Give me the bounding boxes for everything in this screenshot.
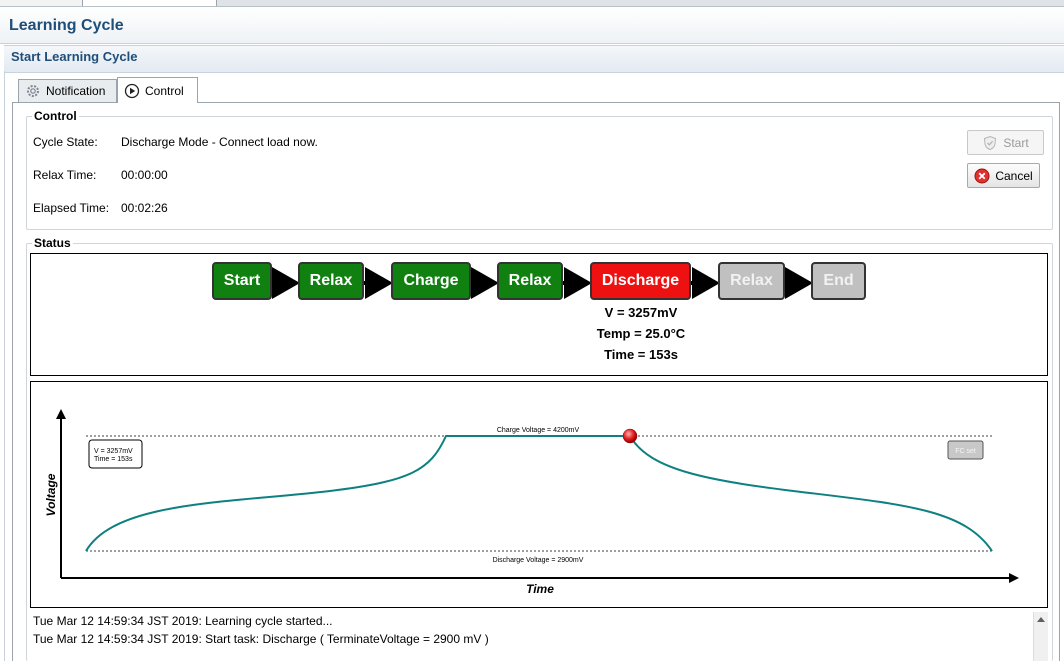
step-relax-1: Relax [298,262,364,300]
discharge-voltage-label: Discharge Voltage = 2900mV [493,557,584,564]
page-title: Learning Cycle [9,17,124,34]
y-axis-label: Voltage [44,473,58,516]
step-start: Start [212,262,272,300]
tab-notification-label: Notification [46,84,106,98]
section-title: Start Learning Cycle [11,49,138,64]
graph-info-time: Time = 153s [94,456,133,463]
log-scrollbar[interactable] [1033,612,1048,661]
status-legend: Status [32,236,73,250]
top-doc-tab-active[interactable] [83,0,217,6]
tab-notification[interactable]: Notification [18,79,117,102]
tab-control-label: Control [145,83,184,98]
left-border [4,71,5,661]
y-axis-arrow [56,409,66,419]
step-discharge: Discharge [590,262,691,300]
voltage-curve [85,435,993,552]
top-tab-strip [0,0,1064,7]
step-relax-2: Relax [497,262,563,300]
temperature-readout: Temp = 25.0°C [596,326,686,341]
x-axis-arrow [1009,573,1019,583]
x-axis-label: Time [526,582,554,596]
log-line: Tue Mar 12 14:59:34 JST 2019: Start task… [33,632,489,646]
control-legend: Control [32,109,79,123]
graph-panel [30,381,1048,608]
flow-panel [30,253,1048,376]
voltage-graph: Charge Voltage = 4200mV Discharge Voltag… [44,409,1019,596]
step-relax-3: Relax [718,262,785,300]
cycle-state-label: Cycle State: [33,135,98,149]
top-doc-tab[interactable] [0,0,83,6]
cycle-state-value: Discharge Mode - Connect load now. [121,135,318,149]
relax-time-label: Relax Time: [33,168,97,182]
tab-control[interactable]: Control [117,77,198,103]
scroll-up-icon[interactable] [1034,614,1048,626]
elapsed-time-label: Elapsed Time: [33,201,110,215]
section-header-bar [4,45,1064,73]
cancel-button-label: Cancel [995,168,1033,183]
charge-voltage-label: Charge Voltage = 4200mV [497,427,580,434]
log-line: Tue Mar 12 14:59:34 JST 2019: Learning c… [33,614,333,628]
graph-info-box [88,439,143,469]
elapsed-time-value: 00:02:26 [121,201,168,215]
step-charge: Charge [391,262,471,300]
cancel-button[interactable]: Cancel [967,163,1040,188]
start-button-label: Start [1003,135,1029,150]
voltage-readout: V = 3257mV [604,305,678,320]
current-position-marker [622,428,638,444]
log-area[interactable]: Tue Mar 12 14:59:34 JST 2019: Learning c… [27,610,1047,661]
step-end: End [811,262,866,300]
gear-icon [25,83,41,99]
graph-info-voltage: V = 3257mV [94,448,133,455]
shield-icon [982,135,998,151]
cancel-icon [974,168,990,184]
start-button[interactable]: Start [967,130,1044,155]
control-group [26,116,1053,230]
fc-set-label: FC set [955,448,976,455]
status-group [26,243,1053,661]
fc-set-box [947,440,984,460]
time-readout: Time = 153s [604,347,678,362]
page-header [0,7,1064,44]
relax-time-value: 00:00:00 [121,168,168,182]
play-icon [124,83,140,99]
